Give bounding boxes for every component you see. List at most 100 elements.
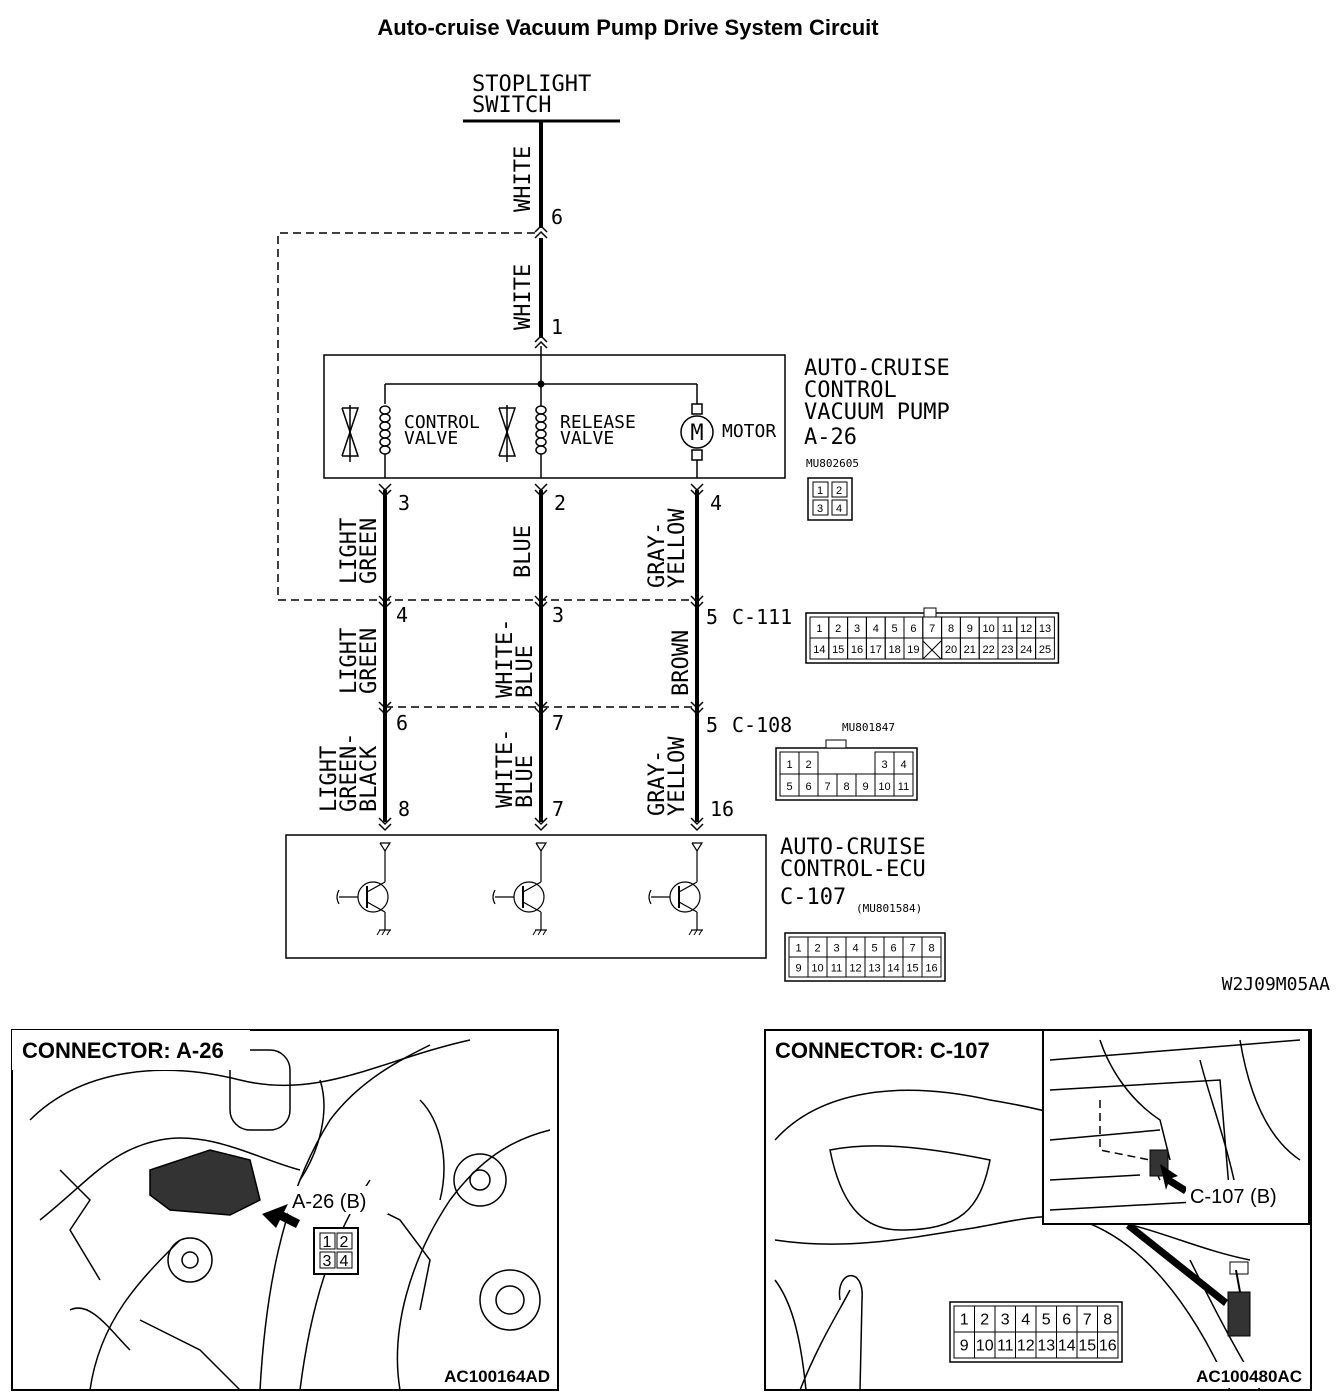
svg-text:2: 2 bbox=[340, 1234, 349, 1251]
connector-pin-number: 24 bbox=[1020, 644, 1032, 656]
ecu-id: C-107 bbox=[780, 885, 846, 910]
svg-text:4: 4 bbox=[340, 1253, 349, 1270]
shield-dashed-loop bbox=[277, 232, 700, 601]
svg-text:BLUE: BLUE bbox=[511, 525, 536, 578]
connector-pin-number: 6 bbox=[910, 623, 916, 635]
connector-pin-number: 11 bbox=[898, 781, 909, 793]
wire-label-white-2: WHITE bbox=[511, 264, 536, 330]
release-valve-symbol-icon bbox=[498, 405, 517, 462]
connector-pin-number: 13 bbox=[1039, 623, 1051, 635]
svg-text:BLUE: BLUE bbox=[513, 645, 538, 698]
connector-pin-number: 11 bbox=[997, 1338, 1014, 1355]
connector-pin-number: 8 bbox=[948, 623, 954, 635]
connector-pin-number: 15 bbox=[906, 962, 918, 974]
release-valve-label-2: VALVE bbox=[560, 428, 614, 449]
release-valve-label-1: RELEASE bbox=[560, 412, 636, 433]
connector-pin-number: 4 bbox=[1021, 1312, 1030, 1329]
connector-pin-number: 6 bbox=[1062, 1312, 1071, 1329]
motor-symbol: M bbox=[690, 421, 703, 446]
connector-pin-number: 2 bbox=[814, 942, 820, 954]
connector-pin-number: 21 bbox=[964, 644, 976, 656]
connector-pin-number: 3 bbox=[854, 623, 860, 635]
connector-pin-number: 2 bbox=[805, 759, 811, 771]
connector-pin-number: 1 bbox=[786, 759, 792, 771]
connector-pin-number: 16 bbox=[925, 962, 937, 974]
svg-text:LIGHT: LIGHT bbox=[337, 628, 362, 694]
pump-part-number: MU802605 bbox=[806, 457, 859, 470]
connector-pin-number: 11 bbox=[1002, 623, 1013, 635]
ecu-box bbox=[285, 834, 767, 959]
motor-label: MOTOR bbox=[722, 421, 776, 442]
diagram-title: Auto-cruise Vacuum Pump Drive System Cir… bbox=[377, 15, 879, 40]
figure-code: W2J09M05AA bbox=[1222, 974, 1331, 995]
control-valve-symbol-icon bbox=[341, 405, 360, 462]
svg-text:GREEN: GREEN bbox=[357, 628, 382, 694]
connector-pin-number: 5 bbox=[786, 781, 792, 793]
connector-marks bbox=[378, 483, 704, 832]
svg-text:1: 1 bbox=[323, 1234, 332, 1251]
arrow-icon-c107 bbox=[1160, 1164, 1188, 1194]
connector-pin-number: 16 bbox=[851, 644, 863, 656]
connector-pin-number: 19 bbox=[907, 644, 919, 656]
connector-pin-number: 5 bbox=[892, 623, 898, 635]
connector-pin-number: 6 bbox=[890, 942, 896, 954]
photo-left-tag: A-26 (B) bbox=[292, 1191, 366, 1213]
leader-line bbox=[1126, 1222, 1228, 1306]
pin-6: 6 bbox=[551, 205, 563, 229]
connector-pin-number: 10 bbox=[982, 623, 994, 635]
svg-text:3: 3 bbox=[817, 503, 823, 515]
connector-pin-number: 10 bbox=[811, 962, 823, 974]
a26-photo-connector-face: 1 2 3 4 bbox=[313, 1227, 359, 1275]
svg-text:BLACK: BLACK bbox=[357, 745, 382, 812]
c108-part-number: MU801847 bbox=[842, 721, 895, 734]
connector-pin-number: 3 bbox=[1001, 1312, 1010, 1329]
svg-text:LIGHT: LIGHT bbox=[337, 518, 362, 584]
svg-text:GREEN-: GREEN- bbox=[337, 733, 362, 812]
connector-pin-number: 10 bbox=[878, 781, 890, 793]
svg-text:4: 4 bbox=[396, 603, 408, 627]
connector-pin-number: 20 bbox=[945, 644, 957, 656]
connector-pin-number: 11 bbox=[831, 962, 842, 974]
control-valve-coil-icon bbox=[379, 405, 391, 478]
connector-pin-number: 14 bbox=[1058, 1338, 1076, 1355]
connector-pin-number: 2 bbox=[980, 1312, 989, 1329]
pump-id: A-26 bbox=[804, 425, 857, 450]
connector-pin-number: 3 bbox=[833, 942, 839, 954]
connector-pin-number: 15 bbox=[1078, 1338, 1096, 1355]
svg-text:7: 7 bbox=[552, 797, 564, 821]
control-valve-label-2: VALVE bbox=[404, 428, 458, 449]
svg-text:6: 6 bbox=[396, 711, 408, 735]
svg-text:5: 5 bbox=[706, 713, 718, 737]
connector-pin-number: 7 bbox=[909, 942, 915, 954]
svg-text:GRAY-: GRAY- bbox=[645, 750, 670, 816]
connector-pin-number: 9 bbox=[967, 623, 973, 635]
svg-text:2: 2 bbox=[836, 485, 842, 497]
connector-pin-number: 1 bbox=[816, 623, 822, 635]
connector-pin-number: 1 bbox=[960, 1312, 969, 1329]
wire-label-white-1: WHITE bbox=[511, 146, 536, 212]
connector-pin-number: 5 bbox=[871, 942, 877, 954]
connector-mark-1 bbox=[534, 334, 548, 349]
svg-text:GREEN: GREEN bbox=[357, 518, 382, 584]
connector-pin-number: 2 bbox=[835, 623, 841, 635]
svg-text:2: 2 bbox=[554, 491, 566, 515]
svg-text:7: 7 bbox=[552, 711, 564, 735]
svg-text:BLUE: BLUE bbox=[513, 755, 538, 808]
ecu-label-2: CONTROL-ECU bbox=[780, 857, 926, 882]
connector-pin-number: 14 bbox=[813, 644, 825, 656]
control-valve-label-1: CONTROL bbox=[404, 412, 480, 433]
connector-pin-number: 14 bbox=[887, 962, 899, 974]
c107-inset-photo: C-107 (B) bbox=[1042, 1029, 1310, 1225]
svg-text:YELLOW: YELLOW bbox=[665, 736, 690, 816]
svg-text:16: 16 bbox=[710, 797, 734, 821]
svg-text:4: 4 bbox=[710, 491, 722, 515]
a26-connector-photo bbox=[149, 1149, 261, 1216]
svg-text:YELLOW: YELLOW bbox=[665, 508, 690, 588]
connector-pin-number: 5 bbox=[1042, 1312, 1051, 1329]
svg-text:GRAY-: GRAY- bbox=[645, 522, 670, 588]
